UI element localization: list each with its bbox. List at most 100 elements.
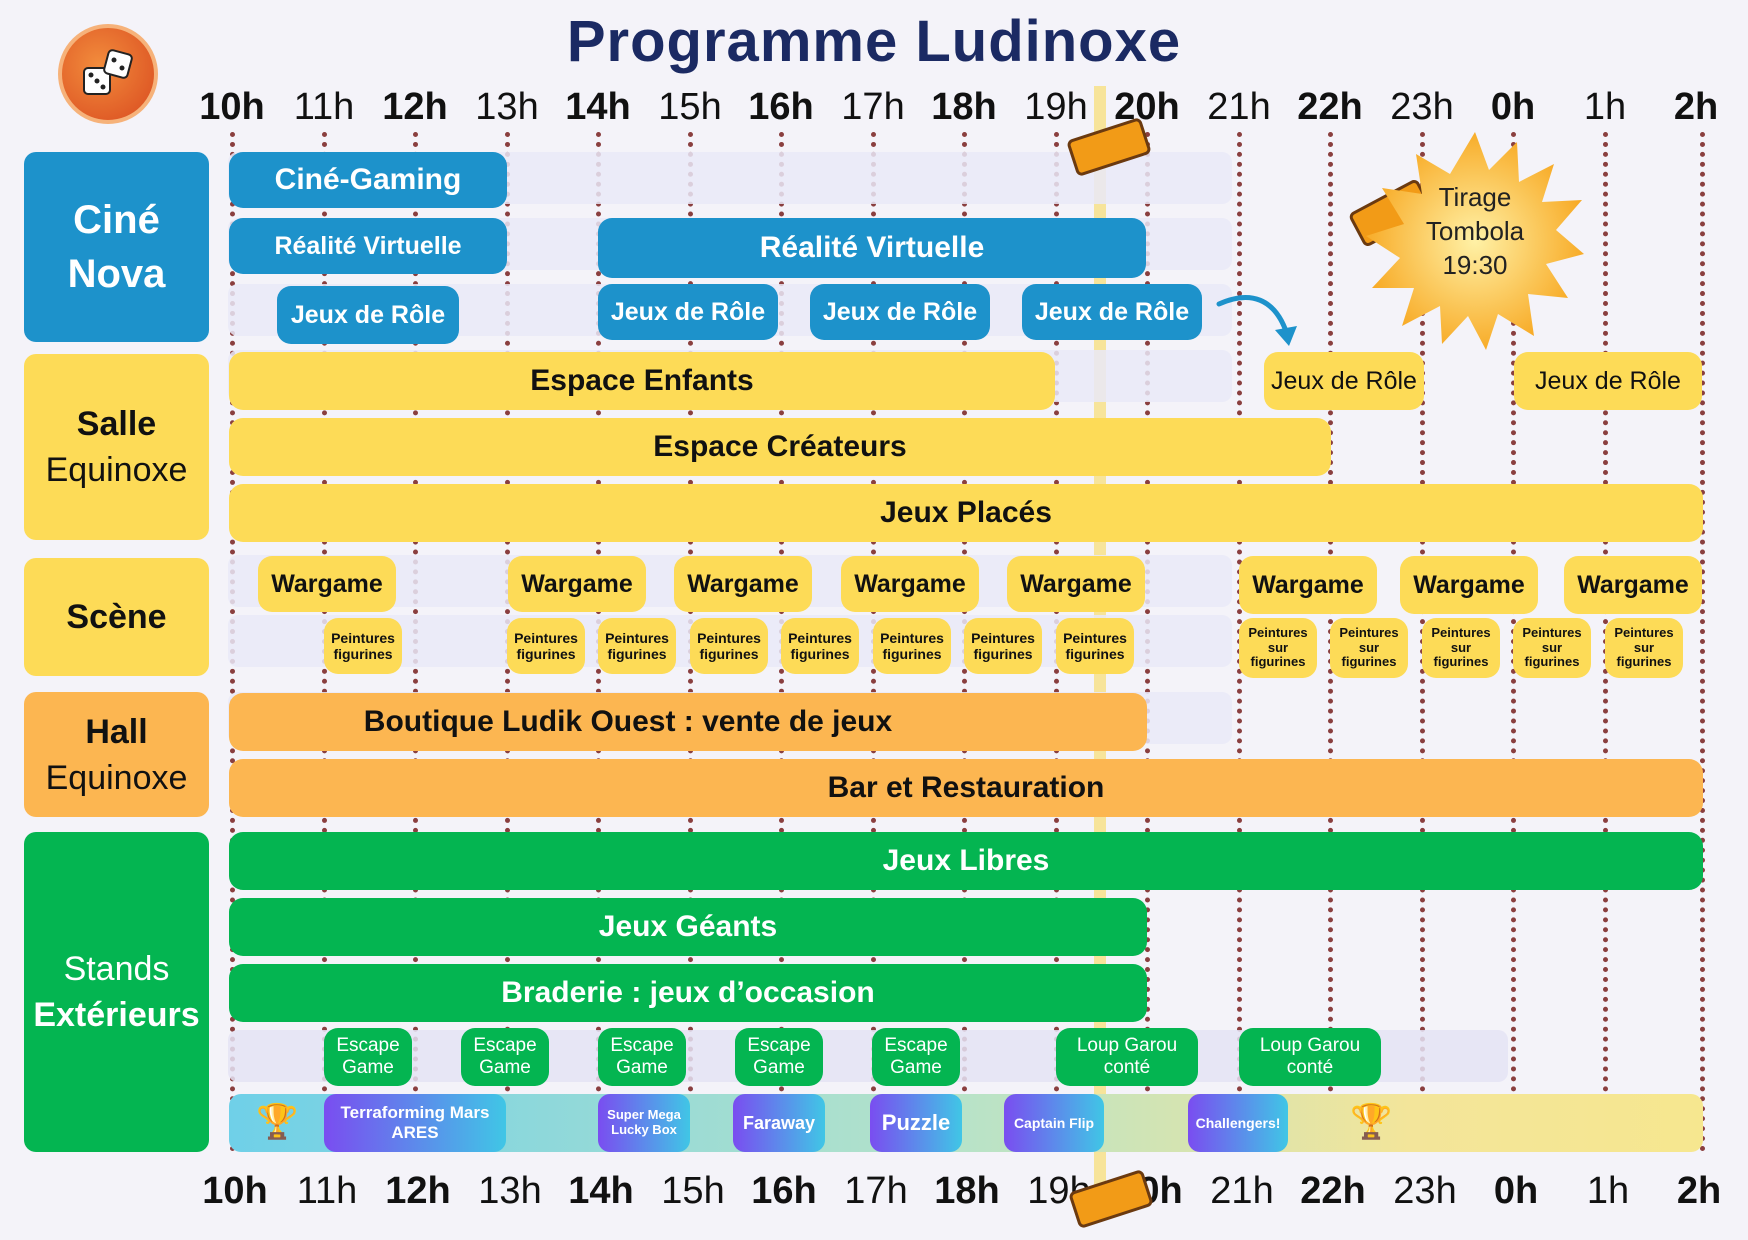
event-label: sur bbox=[1358, 639, 1380, 655]
room-label-line1: Salle bbox=[76, 405, 157, 443]
event-label: Escape bbox=[884, 1035, 948, 1057]
hour-label: 16h bbox=[751, 1170, 817, 1212]
event-label: Peintures bbox=[971, 629, 1035, 646]
event-espace-createurs[interactable]: Espace Créateurs bbox=[229, 418, 1331, 476]
hour-label: 1h bbox=[1583, 86, 1627, 128]
event-wargame[interactable]: Wargame bbox=[258, 556, 396, 612]
event-label: Escape bbox=[473, 1035, 537, 1057]
room-label-line2: Equinoxe bbox=[45, 451, 188, 489]
hour-gridline bbox=[1700, 132, 1705, 1152]
event-cine-gaming[interactable]: Ciné-Gaming bbox=[229, 152, 507, 208]
event-puzzle[interactable]: Puzzle bbox=[870, 1094, 962, 1152]
room-label-line1: Scène bbox=[66, 598, 167, 636]
event-wargame[interactable]: Wargame bbox=[841, 556, 979, 612]
hour-label: 13h bbox=[478, 1170, 542, 1212]
event-label: figurines bbox=[333, 646, 393, 662]
event-label: figurines bbox=[790, 646, 850, 662]
event-label: figurines bbox=[607, 646, 667, 662]
event-label: figurines bbox=[1433, 654, 1489, 670]
event-label: Peintures bbox=[331, 629, 395, 646]
event-espace-enfants[interactable]: Espace Enfants bbox=[229, 352, 1055, 410]
hour-label: 17h bbox=[844, 1170, 908, 1212]
room-stands-exterieurs: Stands Extérieurs bbox=[24, 832, 209, 1152]
event-label: Peintures bbox=[788, 629, 852, 646]
event-wargame[interactable]: Wargame bbox=[1400, 556, 1538, 614]
hour-label: 18h bbox=[931, 86, 997, 128]
event-jeux-libres[interactable]: Jeux Libres bbox=[229, 832, 1703, 890]
event-label: Loup Garou bbox=[1076, 1035, 1178, 1057]
event-jeux-de-role[interactable]: Jeux de Rôle bbox=[598, 284, 778, 340]
event-label: Escape bbox=[610, 1035, 674, 1057]
trophy-icon: 🏆 bbox=[1350, 1103, 1393, 1141]
event-boutique[interactable]: Boutique Ludik Ouest : vente de jeux bbox=[229, 693, 1147, 751]
event-label: Peintures bbox=[1248, 624, 1308, 640]
event-label: Peintures bbox=[697, 629, 761, 646]
event-realite-virtuelle[interactable]: Réalité Virtuelle bbox=[229, 218, 507, 274]
event-challengers[interactable]: Challengers! bbox=[1188, 1094, 1288, 1152]
event-jeux-de-role[interactable]: Jeux de Rôle bbox=[277, 286, 459, 344]
hour-label: 18h bbox=[934, 1170, 1000, 1212]
hour-label: 16h bbox=[748, 86, 814, 128]
event-faraway[interactable]: Faraway bbox=[733, 1094, 825, 1152]
event-wargame[interactable]: Wargame bbox=[674, 556, 812, 612]
event-jeux-de-role[interactable]: Jeux de Rôle bbox=[1022, 284, 1202, 340]
room-label-line1: Hall bbox=[85, 712, 148, 751]
room-cine-nova: Ciné Nova bbox=[24, 152, 209, 342]
event-label: Game bbox=[616, 1057, 668, 1078]
hour-label: 19h bbox=[1024, 86, 1088, 128]
event-jeux-de-role[interactable]: Jeux de Rôle bbox=[1514, 352, 1702, 410]
tombola-line1: Tirage bbox=[1438, 182, 1512, 212]
event-realite-virtuelle[interactable]: Réalité Virtuelle bbox=[598, 218, 1146, 278]
hour-label: 12h bbox=[382, 86, 448, 128]
room-label-line1: Ciné bbox=[73, 198, 160, 242]
trophy-icon: 🏆 bbox=[256, 1103, 299, 1141]
event-braderie[interactable]: Braderie : jeux d’occasion bbox=[229, 964, 1147, 1022]
event-wargame[interactable]: Wargame bbox=[1239, 556, 1377, 614]
event-label: Peintures bbox=[514, 629, 578, 646]
hour-label: 10h bbox=[199, 86, 265, 128]
event-wargame[interactable]: Wargame bbox=[1007, 556, 1145, 612]
event-jeux-de-role[interactable]: Jeux de Rôle bbox=[810, 284, 990, 340]
hour-label: 12h bbox=[385, 1170, 451, 1212]
tombola-starburst-icon bbox=[1366, 132, 1584, 350]
event-captain-flip[interactable]: Captain Flip bbox=[1004, 1094, 1104, 1152]
event-label: Game bbox=[753, 1057, 805, 1078]
tombola-time: 19:30 bbox=[1442, 250, 1508, 280]
event-label: sur bbox=[1267, 639, 1289, 655]
event-label: Peintures bbox=[1063, 629, 1127, 646]
event-wargame[interactable]: Wargame bbox=[1564, 556, 1702, 614]
event-label: figurines bbox=[1065, 646, 1125, 662]
hour-label: 14h bbox=[568, 1170, 634, 1212]
room-scene: Scène bbox=[24, 558, 209, 676]
hour-label: 21h bbox=[1207, 86, 1271, 128]
event-jeux-places[interactable]: Jeux Placés bbox=[229, 484, 1703, 542]
event-label: figurines bbox=[1616, 654, 1672, 670]
event-jeux-geants[interactable]: Jeux Géants bbox=[229, 898, 1147, 956]
event-bar-restauration[interactable]: Bar et Restauration bbox=[229, 759, 1703, 817]
event-jeux-de-role[interactable]: Jeux de Rôle bbox=[1264, 352, 1424, 410]
hour-label: 2h bbox=[1676, 1170, 1722, 1212]
event-wargame[interactable]: Wargame bbox=[508, 556, 646, 612]
